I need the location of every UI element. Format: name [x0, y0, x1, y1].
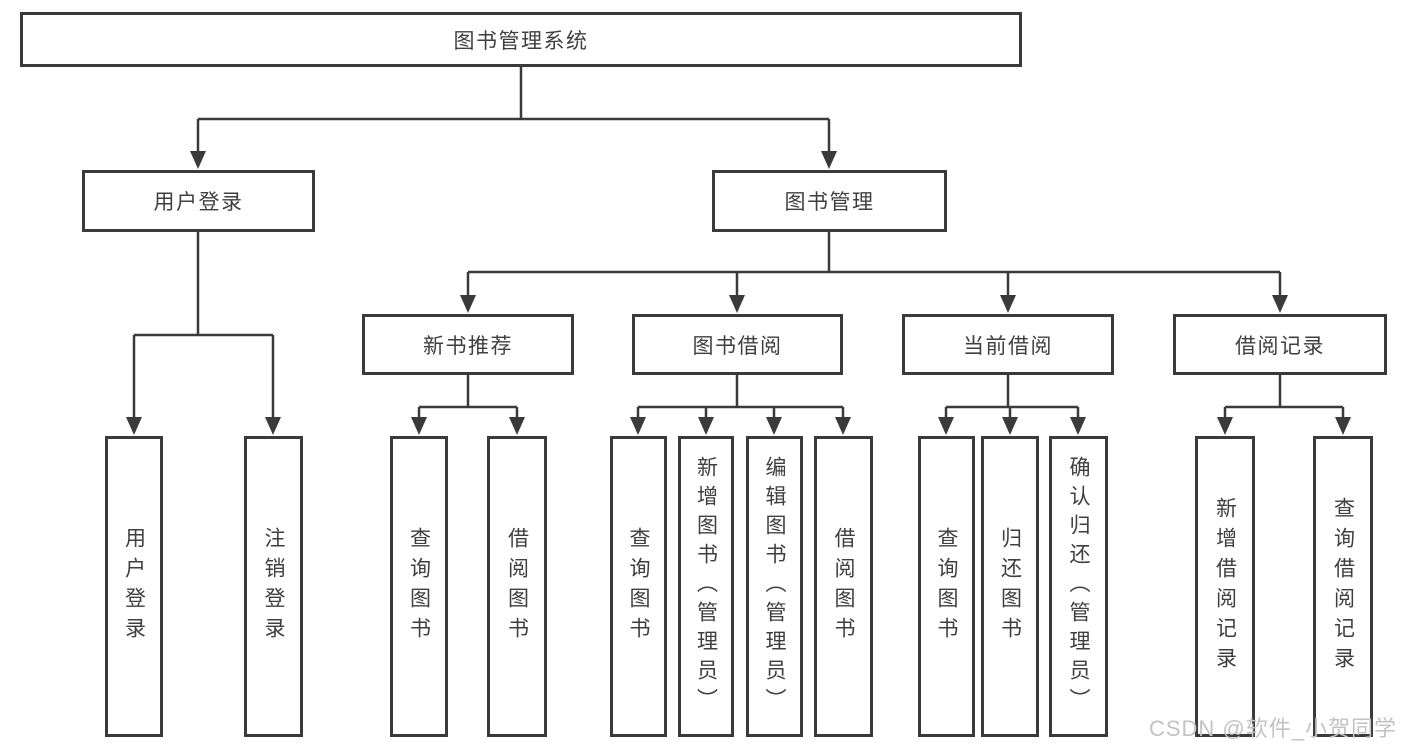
- node-borrowing-borrow-books: 借阅图书: [814, 436, 873, 737]
- node-book-borrowing: 图书借阅: [632, 314, 843, 375]
- watermark: CSDN @软件_小贺同学: [1148, 716, 1397, 741]
- node-borrowing-query-books: 查询图书: [610, 436, 667, 737]
- node-borrowing-add-books-admin: 新增图书（管理员）: [678, 436, 734, 737]
- node-newbook-query-books: 查询图书: [390, 436, 448, 737]
- node-newbook-borrow-books: 借阅图书: [487, 436, 547, 737]
- arrowheads: [126, 151, 1351, 435]
- node-records-query-borrow-record: 查询借阅记录: [1313, 436, 1373, 737]
- node-current-borrowing: 当前借阅: [902, 314, 1114, 375]
- node-borrowing-records: 借阅记录: [1173, 314, 1387, 375]
- node-current-return-books: 归还图书: [981, 436, 1039, 737]
- node-library-management-system: 图书管理系统: [20, 12, 1022, 67]
- node-current-confirm-return-admin: 确认归还（管理员）: [1049, 436, 1108, 737]
- node-book-management: 图书管理: [712, 170, 947, 232]
- connectors: [132, 67, 1345, 418]
- node-login-logout: 注销登录: [244, 436, 303, 737]
- node-records-add-borrow-record: 新增借阅记录: [1195, 436, 1255, 737]
- node-login-user-login: 用户登录: [105, 436, 163, 737]
- node-user-login: 用户登录: [82, 170, 315, 232]
- node-new-book-recommendation: 新书推荐: [362, 314, 574, 375]
- node-borrowing-edit-books-admin: 编辑图书（管理员）: [746, 436, 803, 737]
- node-current-query-books: 查询图书: [918, 436, 975, 737]
